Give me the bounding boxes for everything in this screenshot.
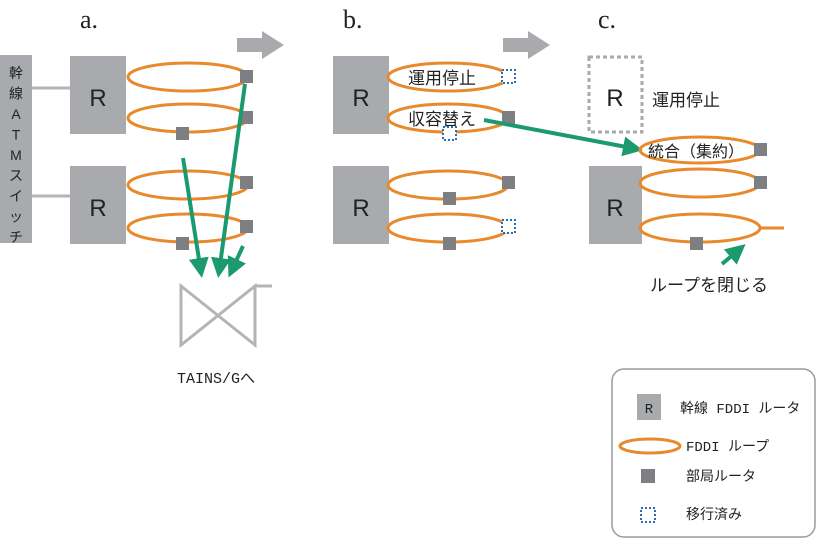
arrow-to-gateway: [227, 245, 246, 278]
close-loop-arrow: [720, 244, 746, 266]
dept-router: [754, 176, 767, 189]
legend-dept-router-icon: [641, 469, 655, 483]
step-arrow: [503, 31, 550, 59]
svg-text:R: R: [89, 195, 106, 222]
trunk-atm-switch-char: M: [10, 147, 22, 163]
dept-router: [240, 176, 253, 189]
dept-router: [240, 220, 253, 233]
dept-router: [240, 70, 253, 83]
trunk-router-b-bottom: R: [333, 166, 389, 244]
legend-loop-icon: [618, 437, 682, 455]
legend-router-label: 幹線 FDDI ルータ: [680, 400, 800, 418]
migrated-router: [501, 219, 516, 234]
trunk-router-c: R: [589, 166, 642, 244]
trunk-atm-switch-char: イ: [9, 188, 23, 204]
trunk-atm-switch-char: A: [11, 106, 21, 122]
dept-router: [443, 237, 456, 250]
trunk-atm-switch-char: ス: [9, 168, 23, 184]
gateway-label: TAINS/Gへ: [177, 371, 255, 388]
legend-loop-label: FDDI ループ: [686, 439, 769, 456]
legend-dept-router-label: 部局ルータ: [686, 469, 756, 486]
dept-router: [176, 127, 189, 140]
dept-router: [176, 237, 189, 250]
trunk-atm-switch-char: T: [12, 127, 21, 143]
step-arrow: [237, 31, 284, 59]
fddi-loop: [126, 61, 250, 93]
dept-router: [502, 111, 515, 124]
panel-label-c: c.: [598, 5, 616, 34]
legend: R 幹線 FDDI ルータ FDDI ループ 部局ルータ 移行済み: [611, 368, 816, 538]
trunk-atm-switch-char: 線: [9, 86, 23, 102]
svg-text:R: R: [606, 195, 623, 222]
dept-router: [754, 143, 767, 156]
panel-label-a: a.: [80, 5, 98, 34]
stop-label-c: 運用停止: [652, 91, 720, 110]
trunk-router-b-top: R: [333, 56, 389, 134]
trunk-atm-switch-char: ッ: [9, 209, 23, 225]
fddi-loop: [638, 167, 762, 199]
migrated-router: [501, 69, 516, 84]
trunk-atm-switch-char: チ: [9, 229, 23, 245]
dept-router: [443, 192, 456, 205]
migrate-label-b: 収容替え: [408, 110, 476, 129]
trunk-router-a-top: R: [70, 56, 126, 134]
legend-migrated-icon: [640, 507, 656, 523]
arrow-to-gateway: [181, 157, 209, 278]
svg-text:R: R: [606, 85, 623, 112]
migrated-router: [442, 126, 457, 141]
svg-text:R: R: [645, 402, 654, 418]
legend-migrated-label: 移行済み: [686, 507, 742, 524]
legend-router-icon: R: [637, 394, 661, 420]
migrate-arrow: [483, 118, 643, 157]
arrow-to-gateway: [211, 83, 247, 278]
dept-router: [690, 237, 703, 250]
dept-router: [502, 176, 515, 189]
stop-label-b: 運用停止: [408, 69, 476, 88]
dept-router: [240, 111, 253, 124]
svg-text:R: R: [89, 85, 106, 112]
close-loop-label: ループを閉じる: [650, 276, 768, 295]
panel-label-b: b.: [343, 5, 363, 34]
svg-text:R: R: [352, 85, 369, 112]
svg-text:R: R: [352, 195, 369, 222]
trunk-atm-switch-char: 幹: [9, 65, 23, 81]
tains-gateway: [179, 282, 272, 349]
trunk-router-a-bottom: R: [70, 166, 126, 244]
stopped-router-c: R: [587, 55, 644, 134]
merge-label-c: 統合（集約）: [648, 143, 744, 161]
